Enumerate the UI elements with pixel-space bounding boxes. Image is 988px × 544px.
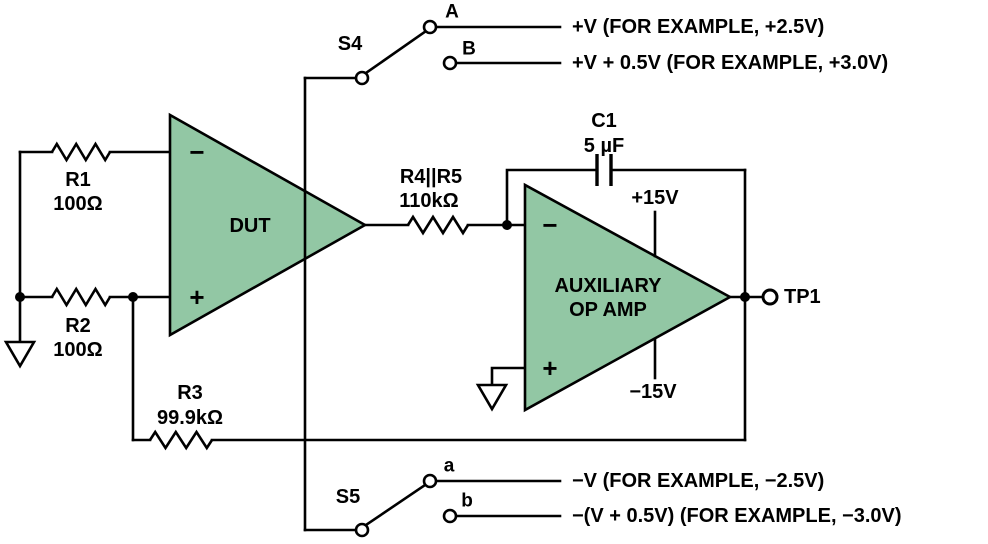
s4-contact-b-label: B xyxy=(462,39,476,60)
junction-dut-plus-input xyxy=(128,292,138,302)
s4-label: S4 xyxy=(338,33,363,55)
s5-pole-contact xyxy=(354,522,370,538)
r3-name: R3 xyxy=(177,382,203,404)
resistor-r1-symbol xyxy=(50,141,112,163)
junction-aux-output xyxy=(740,292,750,302)
s4-blade xyxy=(364,29,428,75)
r2-name: R2 xyxy=(65,315,91,337)
s5-blade xyxy=(364,483,427,527)
capacitor-c1-symbol xyxy=(595,154,613,186)
aux-opamp-triangle xyxy=(523,182,733,413)
s5-label: S5 xyxy=(336,486,360,508)
s5-rail-a-label: −V (FOR EXAMPLE, −2.5V) xyxy=(572,470,824,492)
s4-rail-b-label: +V + 0.5V (FOR EXAMPLE, +3.0V) xyxy=(572,52,888,74)
resistor-r2-symbol xyxy=(50,286,112,308)
junction-left-rail xyxy=(15,292,25,302)
aux-label-line2: OP AMP xyxy=(569,299,647,321)
wire-network xyxy=(18,25,764,532)
wire-aux-plus-ground xyxy=(490,366,527,387)
aux-inverting-input-sign: − xyxy=(542,210,557,240)
dut-opamp-triangle xyxy=(168,112,368,338)
r3-value: 99.9kΩ xyxy=(157,407,223,429)
resistor-r4r5-symbol xyxy=(406,214,470,236)
s4-rail-a-label: +V (FOR EXAMPLE, +2.5V) xyxy=(572,16,824,38)
s5-contact-a xyxy=(422,473,438,489)
dut-inverting-input-sign: − xyxy=(189,137,204,167)
r1-value: 100Ω xyxy=(53,193,102,215)
s4-contact-a-label: A xyxy=(445,2,459,23)
s5-rail-b-label: −(V + 0.5V) (FOR EXAMPLE, −3.0V) xyxy=(572,505,902,527)
switch-s5 xyxy=(354,473,458,538)
switch-s4 xyxy=(354,19,458,86)
s4-contact-a xyxy=(422,19,438,35)
s5-contact-a-label: a xyxy=(444,456,455,477)
wire-c1-branch xyxy=(505,168,747,227)
aux-noninverting-input-sign: + xyxy=(542,353,557,383)
r1-name: R1 xyxy=(65,169,91,191)
r4r5-value: 110kΩ xyxy=(399,190,458,212)
junction-aux-minus-input xyxy=(502,220,512,230)
resistor-r3-symbol xyxy=(148,429,214,451)
c1-name: C1 xyxy=(591,110,617,132)
r2-value: 100Ω xyxy=(53,339,102,361)
s4-pole-contact xyxy=(354,70,370,86)
r4r5-name: R4||R5 xyxy=(400,166,462,188)
aux-label-line1: AUXILIARY xyxy=(554,275,662,297)
c1-value: 5 µF xyxy=(584,135,624,157)
ground-symbol-aux xyxy=(475,383,509,412)
s5-contact-b xyxy=(442,508,458,524)
aux-negative-supply-label: −15V xyxy=(629,381,677,403)
s4-contact-b xyxy=(442,55,458,71)
dut-noninverting-input-sign: + xyxy=(189,282,204,312)
ground-symbol-left xyxy=(3,340,37,369)
schematic-labels: − + DUT − + AUXILIARY OP AMP +15V −15V R… xyxy=(53,2,901,528)
tp1-terminal xyxy=(761,288,779,306)
dut-label: DUT xyxy=(229,215,270,237)
s5-contact-b-label: b xyxy=(461,491,473,512)
aux-positive-supply-label: +15V xyxy=(631,187,679,209)
tp1-label: TP1 xyxy=(784,286,821,308)
